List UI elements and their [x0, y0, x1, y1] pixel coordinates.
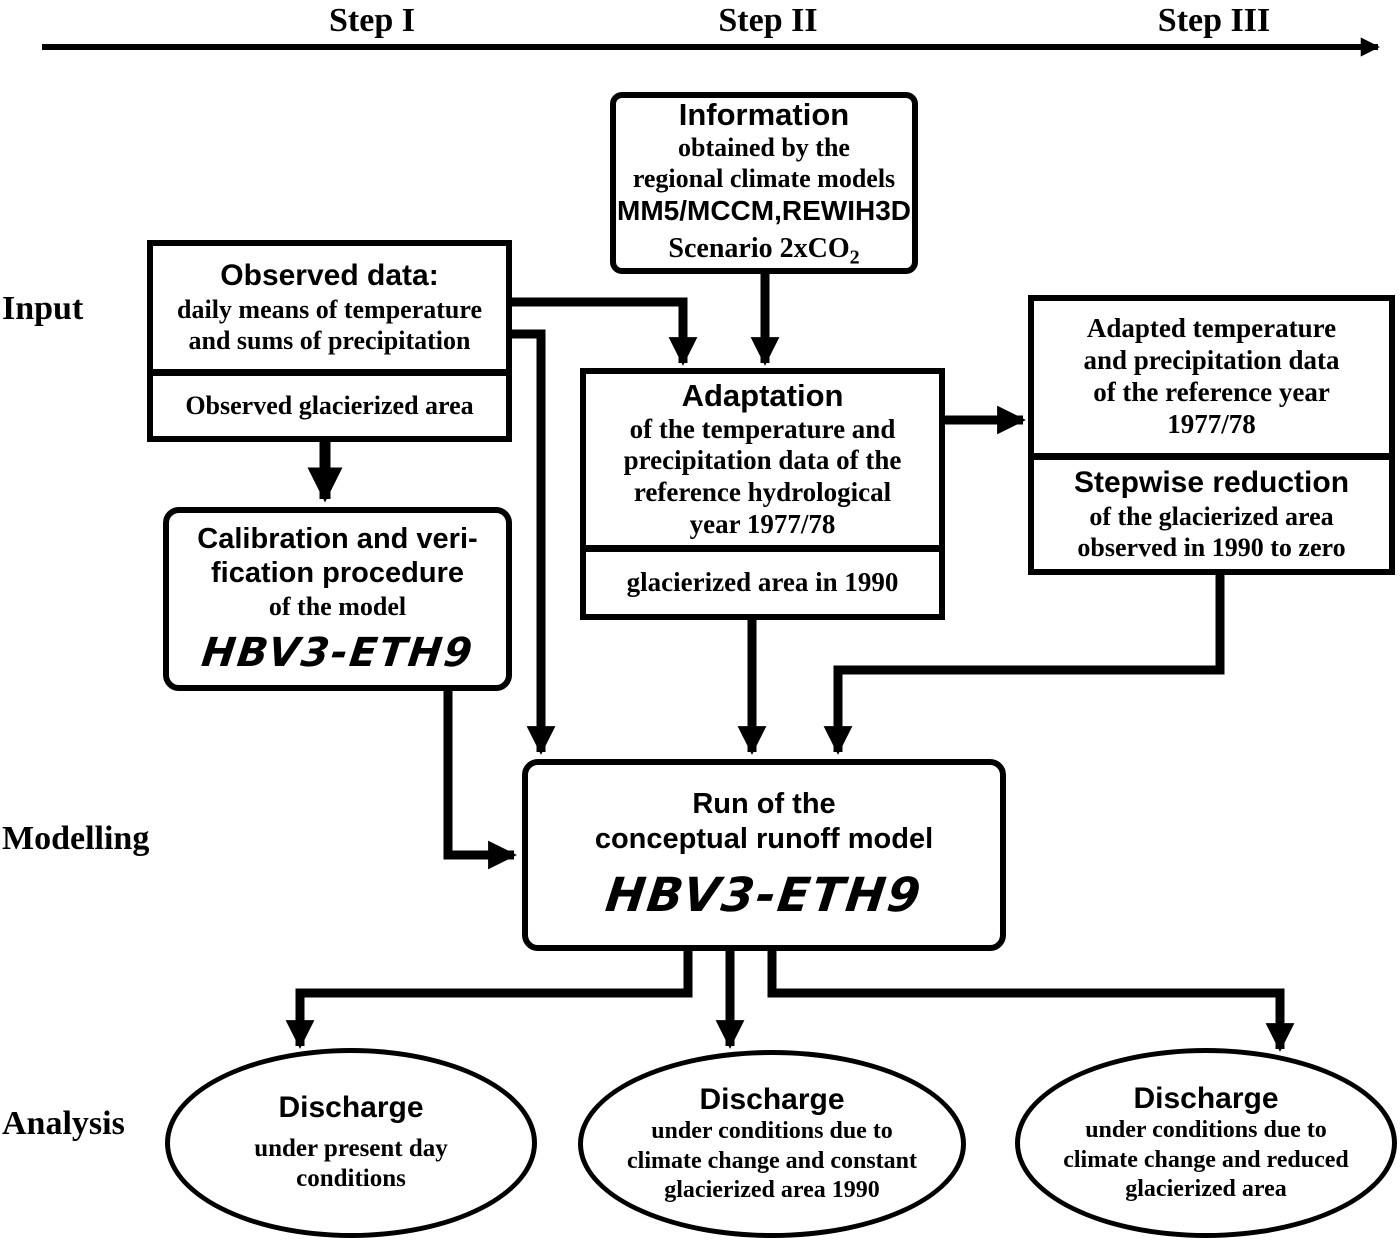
stepwise-line-1: of the glacierized area — [1089, 501, 1334, 531]
scenario-subscript: 2 — [849, 246, 860, 269]
run-model-box: Run of the conceptual runoff model HBV3-… — [522, 759, 1006, 951]
adaptation-top-section: Adaptation of the temperature and precip… — [586, 374, 939, 545]
observed-area-section: Observed glacierized area — [153, 369, 506, 436]
adaptation-line-2: precipitation data of the — [623, 445, 902, 476]
information-line-2: regional climate models — [632, 164, 896, 194]
arrow-run-to-present-discharge — [285, 950, 693, 1049]
step-2-label: Step II — [718, 2, 818, 39]
row-label-analysis: Analysis — [2, 1105, 125, 1142]
adapted-line-4: 1977/78 — [1167, 408, 1256, 439]
stepwise-reduction-title: Stepwise reduction — [1073, 466, 1350, 500]
information-title: Information — [678, 96, 850, 132]
arrow-observed-to-adaptation — [512, 297, 698, 366]
observed-data-top-section: Observed data: daily means of temperatur… — [153, 246, 506, 369]
arrow-adapted-to-run — [823, 574, 1225, 755]
discharge-reduced-title: Discharge — [1133, 1081, 1279, 1115]
calibration-box: Calibration and veri- fication procedure… — [163, 507, 512, 691]
calibration-title-2: fication procedure — [211, 557, 464, 590]
step-1-label: Step I — [329, 2, 415, 39]
adapted-line-2: and precipitation data — [1083, 345, 1340, 376]
calibration-model-name: HBV3-ETH9 — [198, 630, 477, 677]
row-label-input: Input — [2, 290, 84, 327]
discharge-constant-line-3: glacierized area 1990 — [664, 1176, 880, 1203]
discharge-constant-ellipse: Discharge under conditions due to climat… — [578, 1050, 966, 1238]
discharge-reduced-ellipse: Discharge under conditions due to climat… — [1015, 1048, 1397, 1238]
row-label-modelling: Modelling — [2, 820, 150, 857]
discharge-present-title: Discharge — [278, 1091, 424, 1125]
stepwise-reduction-section: Stepwise reduction of the glacierized ar… — [1034, 453, 1389, 569]
information-models: MM5/MCCM,REWIH3D — [617, 194, 911, 226]
run-line-1: Run of the — [692, 787, 836, 820]
discharge-reduced-line-1: under conditions due to — [1085, 1117, 1327, 1144]
observed-data-line-1: daily means of temperature — [177, 294, 482, 324]
run-line-2: conceptual runoff model — [594, 822, 934, 855]
adapted-data-box: Adapted temperature and precipitation da… — [1028, 295, 1395, 575]
arrow-observed-to-run — [512, 329, 556, 755]
arrow-run-to-reduced-discharge — [767, 950, 1295, 1052]
observed-data-line-2: and sums of precipitation — [188, 325, 471, 355]
adaptation-line-1: of the temperature and — [629, 413, 896, 444]
discharge-constant-line-2: climate change and constant — [627, 1147, 917, 1174]
discharge-present-line-1: under present day — [254, 1134, 448, 1162]
run-model-name: HBV3-ETH9 — [602, 868, 926, 924]
observed-data-title: Observed data: — [220, 259, 439, 293]
adaptation-title: Adaptation — [681, 377, 844, 413]
discharge-constant-title: Discharge — [699, 1082, 845, 1116]
calibration-title-1: Calibration and veri- — [197, 522, 478, 555]
adapted-line-3: of the reference year — [1093, 377, 1330, 407]
discharge-reduced-line-2: climate change and reduced — [1063, 1146, 1349, 1173]
adaptation-line-3: reference hydrological — [633, 477, 892, 508]
step-3-label: Step III — [1157, 2, 1271, 39]
adaptation-area-label: glacierized area in 1990 — [626, 567, 899, 598]
discharge-constant-line-1: under conditions due to — [651, 1118, 893, 1145]
discharge-present-line-2: conditions — [296, 1165, 406, 1193]
adaptation-area-section: glacierized area in 1990 — [586, 545, 939, 614]
discharge-present-ellipse: Discharge under present day conditions — [165, 1048, 537, 1238]
adapted-data-top-section: Adapted temperature and precipitation da… — [1034, 301, 1389, 453]
calibration-line: of the model — [268, 592, 407, 622]
information-scenario: Scenario 2xCO2 — [668, 232, 860, 269]
information-box: Information obtained by the regional cli… — [610, 92, 918, 274]
adapted-line-1: Adapted temperature — [1086, 313, 1337, 344]
adaptation-box: Adaptation of the temperature and precip… — [580, 368, 945, 620]
adaptation-line-4: year 1977/78 — [689, 509, 836, 540]
discharge-reduced-line-3: glacierized area — [1125, 1175, 1287, 1202]
stepwise-line-2: observed in 1990 to zero — [1077, 532, 1346, 562]
observed-area-label: Observed glacierized area — [185, 391, 474, 421]
information-line-1: obtained by the — [678, 133, 850, 163]
observed-data-box: Observed data: daily means of temperatur… — [147, 240, 512, 442]
arrow-calibration-to-run — [443, 689, 517, 870]
